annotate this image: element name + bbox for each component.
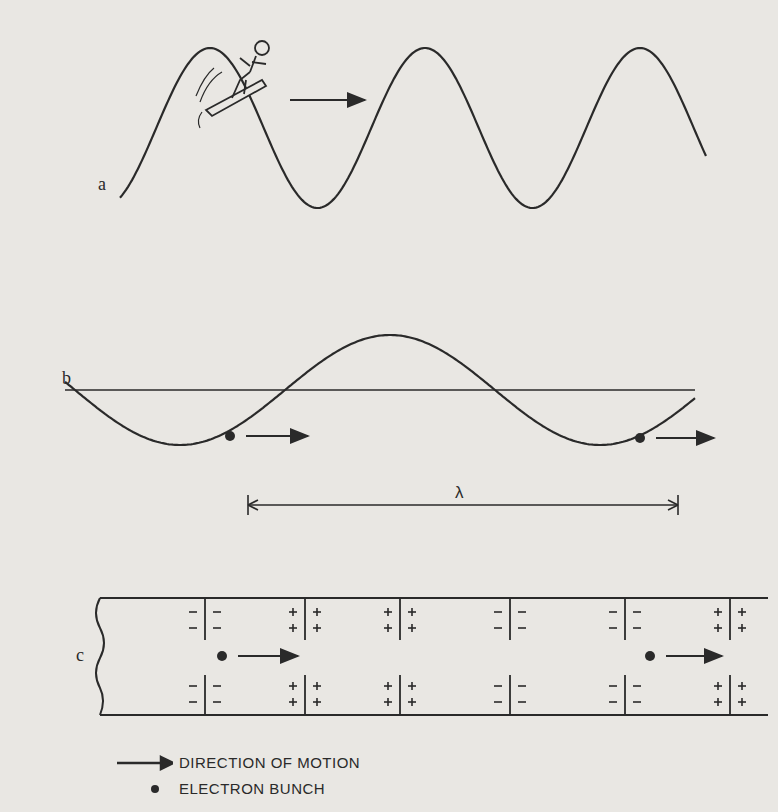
panel-letter: c: [76, 645, 84, 666]
legend-sample: [115, 781, 173, 797]
panel-letter: a: [98, 174, 106, 195]
legend-row: ELECTRON BUNCH: [115, 780, 325, 797]
electron-bunch: [217, 651, 227, 661]
charge-signs: [189, 608, 746, 706]
legend-row: DIRECTION OF MOTION: [115, 754, 360, 771]
legend-sample: [115, 755, 173, 771]
electron-bunch: [645, 651, 655, 661]
panel-letter: b: [62, 368, 71, 389]
waveguide: [96, 598, 768, 715]
motion-arrow: [656, 437, 714, 439]
wavelength-symbol: λ: [452, 483, 467, 503]
ocean-wave: [120, 48, 706, 208]
motion-arrow: [666, 655, 722, 657]
electron-bunch: [225, 431, 235, 441]
electron-bunch: [635, 433, 645, 443]
legend-text: DIRECTION OF MOTION: [179, 754, 360, 771]
motion-arrow: [290, 99, 365, 101]
field-wave: [65, 335, 695, 445]
iris-disks: [205, 598, 730, 715]
motion-arrow: [246, 435, 308, 437]
motion-arrow: [238, 655, 298, 657]
legend-text: ELECTRON BUNCH: [179, 780, 325, 797]
axis-line: [65, 389, 695, 391]
surfer: [196, 41, 269, 128]
